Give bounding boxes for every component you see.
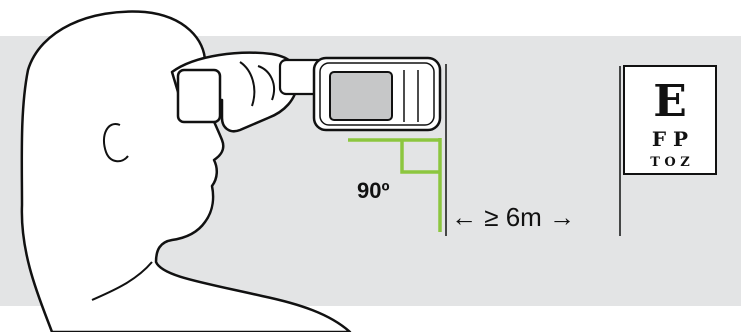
eye-chart-row-3: T O Z: [650, 155, 690, 170]
device-screen: [330, 72, 392, 120]
eye-chart: E F P T O Z: [624, 66, 716, 174]
angle-label: 90º: [357, 178, 390, 203]
eye-chart-row-2: F P: [652, 127, 688, 151]
eye-chart-row-1: E: [653, 76, 687, 127]
distance-label: ← ≥ 6m →: [451, 202, 575, 232]
device-eyepiece: [178, 70, 220, 122]
